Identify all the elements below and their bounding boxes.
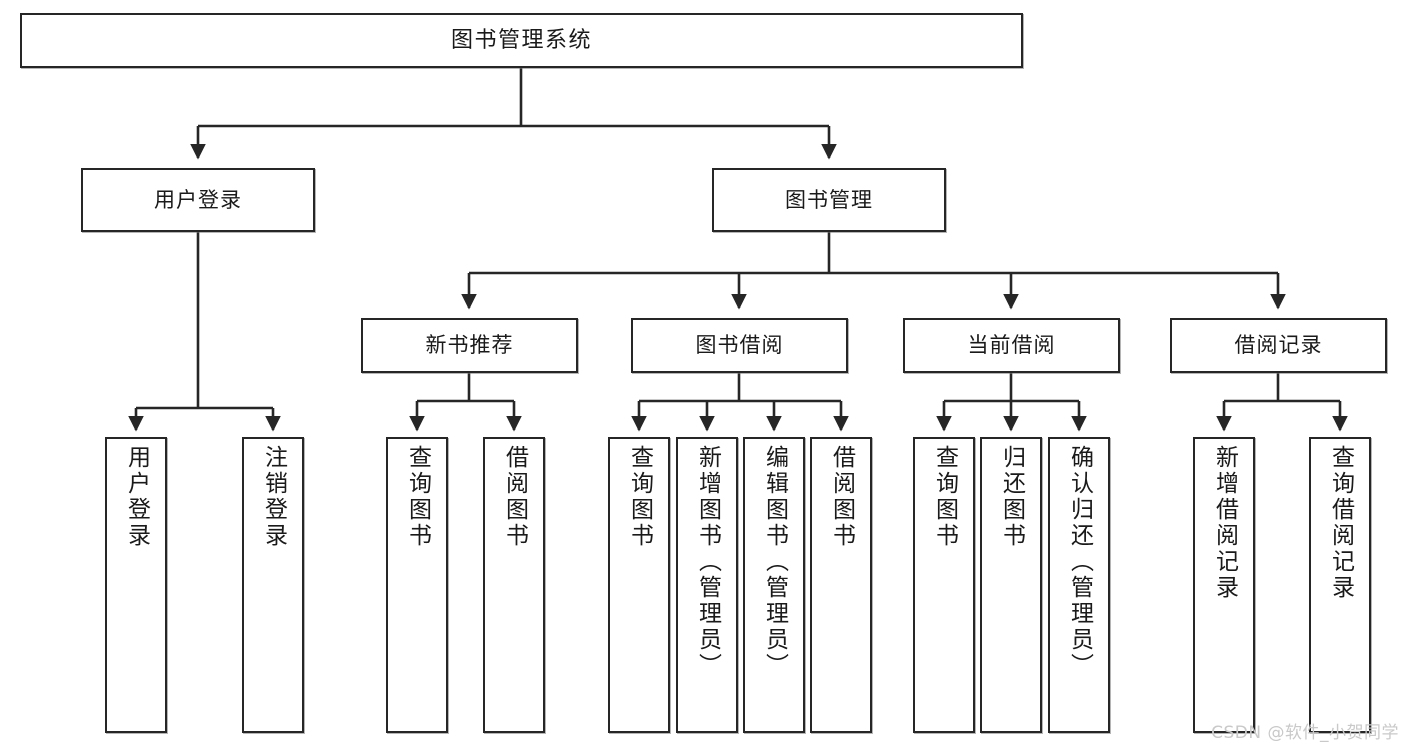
node-leaf-add-book[interactable]: 新增图书（管理员） [676, 437, 738, 733]
node-leaf-query-book-2[interactable]: 查询图书 [608, 437, 670, 733]
node-leaf-confirm-return[interactable]: 确认归还（管理员） [1048, 437, 1110, 733]
node-label: 查询图书 [404, 445, 431, 549]
node-label: 用户登录 [123, 445, 150, 549]
watermark-text: CSDN @软件_小贺同学 [1211, 723, 1399, 743]
node-leaf-return-book[interactable]: 归还图书 [980, 437, 1042, 733]
node-user-login[interactable]: 用户登录 [81, 168, 315, 232]
node-label: 查询图书 [931, 445, 958, 549]
node-label: 图书管理系统 [450, 27, 592, 53]
node-label: 新增借阅记录 [1211, 445, 1238, 601]
node-label: 新增图书（管理员） [694, 445, 721, 679]
node-leaf-edit-book[interactable]: 编辑图书（管理员） [743, 437, 805, 733]
node-label: 注销登录 [260, 445, 287, 549]
node-leaf-borrow-book-2[interactable]: 借阅图书 [810, 437, 872, 733]
node-label: 查询借阅记录 [1327, 445, 1354, 601]
node-book-borrow[interactable]: 图书借阅 [631, 318, 848, 373]
node-leaf-query-book-1[interactable]: 查询图书 [386, 437, 448, 733]
node-label: 图书借阅 [695, 333, 784, 358]
node-label: 归还图书 [998, 445, 1025, 549]
node-root-book-management-system[interactable]: 图书管理系统 [20, 13, 1023, 68]
node-label: 图书管理 [785, 187, 873, 212]
node-leaf-user-login[interactable]: 用户登录 [105, 437, 167, 733]
node-label: 新书推荐 [425, 333, 514, 358]
node-label: 确认归还（管理员） [1066, 445, 1093, 679]
node-leaf-query-book-3[interactable]: 查询图书 [913, 437, 975, 733]
node-label: 当前借阅 [967, 333, 1056, 358]
node-label: 借阅图书 [828, 445, 855, 549]
node-label: 借阅图书 [501, 445, 528, 549]
node-leaf-logout[interactable]: 注销登录 [242, 437, 304, 733]
node-label: 借阅记录 [1234, 333, 1323, 358]
node-leaf-query-record[interactable]: 查询借阅记录 [1309, 437, 1371, 733]
node-label: 查询图书 [626, 445, 653, 549]
node-leaf-borrow-book-1[interactable]: 借阅图书 [483, 437, 545, 733]
node-book-manage[interactable]: 图书管理 [712, 168, 946, 232]
node-label: 用户登录 [154, 187, 242, 212]
node-label: 编辑图书（管理员） [761, 445, 788, 679]
node-new-book-recommend[interactable]: 新书推荐 [361, 318, 578, 373]
node-borrow-record[interactable]: 借阅记录 [1170, 318, 1387, 373]
node-leaf-add-record[interactable]: 新增借阅记录 [1193, 437, 1255, 733]
node-current-borrow[interactable]: 当前借阅 [903, 318, 1120, 373]
